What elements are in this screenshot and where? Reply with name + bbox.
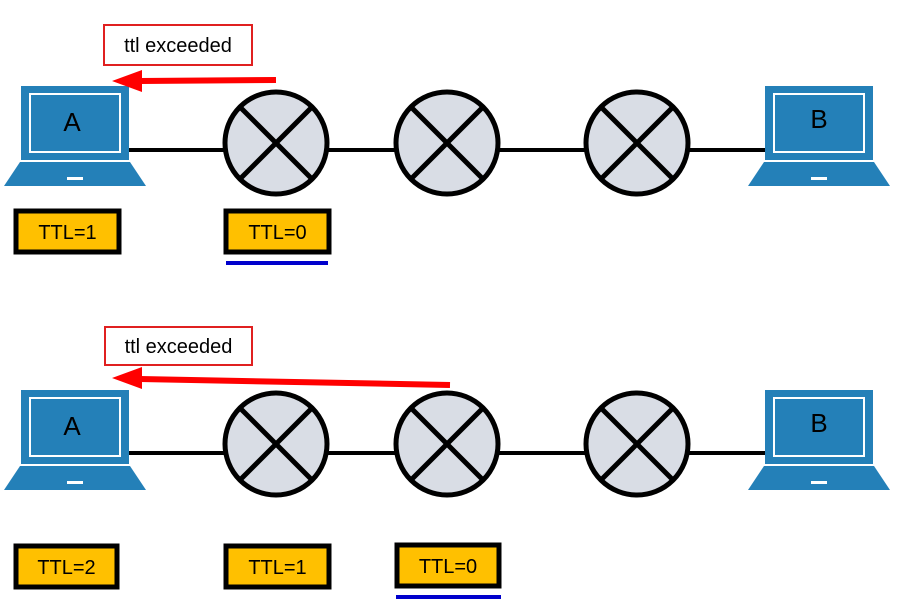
laptop-a-icon: A xyxy=(3,85,147,187)
ttl-badge: TTL=1 xyxy=(13,208,122,255)
laptop-b-icon: B xyxy=(747,389,891,491)
router-2-icon xyxy=(396,393,498,495)
ttl-badge: TTL=0 xyxy=(394,542,502,589)
ttl-badge: TTL=2 xyxy=(13,543,120,590)
ttl-badge-label: TTL=0 xyxy=(419,556,477,578)
host-b-label: B xyxy=(810,104,827,134)
ttl-exceeded-message-box: ttl exceeded xyxy=(103,24,253,66)
router-2-icon xyxy=(396,92,498,194)
router-1-icon xyxy=(225,92,327,194)
ttl-badge-label: TTL=2 xyxy=(37,557,95,579)
ttl-exceeded-arrow xyxy=(112,70,277,92)
ttl-badge-label: TTL=1 xyxy=(38,222,96,244)
router-3-icon xyxy=(586,92,688,194)
scenario-1: A B ttl exceeded TTL=1 TTL=0 xyxy=(3,24,891,265)
host-a-label: A xyxy=(63,411,81,441)
ttl-exceeded-arrow xyxy=(112,367,451,389)
ttl-badge: TTL=1 xyxy=(223,543,332,590)
ttl-exceeded-message: ttl exceeded xyxy=(124,35,232,57)
router-1-icon xyxy=(225,393,327,495)
scenario-2: A B ttl exceeded TTL=2 TTL=1 TTL=0 xyxy=(3,326,891,599)
host-b-label: B xyxy=(810,408,827,438)
ttl-badge-label: TTL=0 xyxy=(248,222,306,244)
router-3-icon xyxy=(586,393,688,495)
host-a-label: A xyxy=(63,107,81,137)
ttl-exceeded-message: ttl exceeded xyxy=(125,336,233,358)
laptop-a-icon: A xyxy=(3,389,147,491)
laptop-b-icon: B xyxy=(747,85,891,187)
ttl-exceeded-message-box: ttl exceeded xyxy=(104,326,253,366)
ttl-badge-label: TTL=1 xyxy=(248,557,306,579)
ttl-badge: TTL=0 xyxy=(223,208,332,255)
